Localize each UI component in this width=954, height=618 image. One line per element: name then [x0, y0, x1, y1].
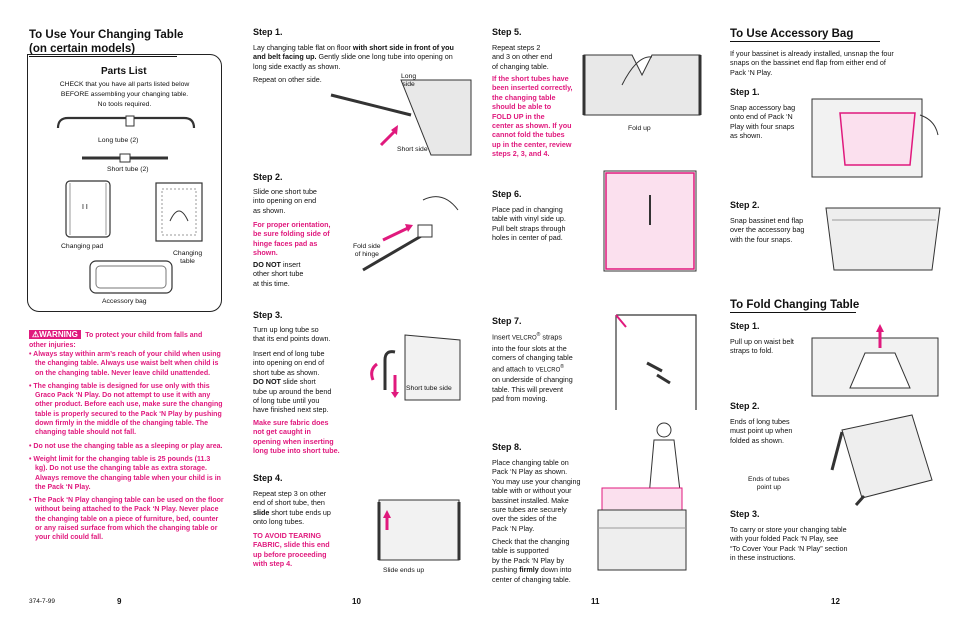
fold-step-1-title: Step 1.: [730, 321, 760, 331]
warning-header: ⚠WARNING To protect your child from fall…: [29, 330, 203, 349]
bag-step-1-text: Snap accessory bag onto end of Pack ‘N P…: [730, 103, 796, 141]
step-1-text: Lay changing table flat on floor with sh…: [253, 43, 454, 71]
step-4-illustration: [377, 499, 461, 561]
accessory-bag-illustration: [89, 260, 173, 294]
fold-up-label: Fold up: [628, 125, 651, 132]
long-tube-label: Long tube (2): [98, 137, 139, 144]
ends-of-tubes-label: Ends of tubes point up: [748, 476, 790, 491]
step-2-note: For proper orientation, be sure folding …: [253, 220, 331, 258]
changing-pad-illustration: I I: [65, 180, 111, 238]
step-3-title: Step 3.: [253, 310, 283, 320]
fold-table-title: To Fold Changing Table: [730, 299, 860, 311]
step-5-illustration: [582, 54, 702, 116]
step-8-title: Step 8.: [492, 442, 522, 452]
warning-item: • Weight limit for the changing table is…: [29, 455, 221, 491]
step-5-title: Step 5.: [492, 27, 522, 37]
svg-text:I I: I I: [82, 204, 88, 211]
step-5-text: Repeat steps 2 and 3 on other end of cha…: [492, 43, 553, 71]
fold-step-2-text: Ends of long tubes must point up when fo…: [730, 417, 793, 445]
short-tube-side-label: Short tube side: [406, 385, 452, 392]
step-1-illustration: [330, 79, 472, 156]
page-10: Step 1. Lay changing table flat on floor…: [253, 0, 473, 618]
title-rule: [29, 56, 177, 57]
fold-step-2-title: Step 2.: [730, 401, 760, 411]
accessory-bag-label: Accessory bag: [102, 298, 147, 305]
step-6-illustration: [603, 170, 697, 272]
title-rule: [730, 312, 856, 313]
accessory-bag-intro: If your bassinet is already installed, u…: [730, 49, 894, 77]
step-1-repeat: Repeat on other side.: [253, 75, 322, 84]
long-tube-illustration: [56, 115, 196, 129]
page-title: To Use Your Changing Table (on certain m…: [29, 29, 184, 55]
step-3-text-2: Insert end of long tube into opening on …: [253, 349, 332, 415]
step-3-text-1: Turn up long tube so that its end points…: [253, 325, 331, 344]
step-4-title: Step 4.: [253, 473, 283, 483]
warning-triangle-icon: ⚠: [32, 330, 40, 339]
step-6-text: Place pad in changing table with vinyl s…: [492, 205, 566, 243]
fold-step-2-illustration: [830, 414, 933, 506]
parts-intro: CHECK that you have all parts listed bel…: [59, 81, 190, 108]
short-tube-illustration: [82, 153, 168, 163]
step-7-text: Insert VELCRO® straps into the four slot…: [492, 332, 573, 404]
page-number: 10: [352, 597, 361, 606]
step-8-text: Place changing table on Pack ‘N Play as …: [492, 458, 581, 533]
slide-ends-up-label: Slide ends up: [383, 567, 425, 574]
changing-table-illustration: [155, 182, 203, 242]
bag-step-2-text: Snap bassinet end flap over the accessor…: [730, 216, 805, 244]
fold-step-1-text: Pull up on waist belt straps to fold.: [730, 337, 794, 356]
page-9: To Use Your Changing Table (on certain m…: [0, 0, 235, 618]
short-tube-label: Short tube (2): [107, 166, 149, 173]
step-2-donot: DO NOT insert other short tube at this t…: [253, 260, 304, 288]
step-8-check: Check that the changing table is support…: [492, 537, 572, 584]
bag-step-1-title: Step 1.: [730, 87, 760, 97]
page-number: 11: [591, 597, 600, 606]
step-1-title: Step 1.: [253, 27, 283, 37]
title-rule: [730, 41, 880, 42]
changing-table-label: Changing table: [173, 250, 203, 265]
bag-step-2-title: Step 2.: [730, 200, 760, 210]
warning-badge: ⚠WARNING: [29, 330, 81, 339]
fold-step-3-text: To carry or store your changing table wi…: [730, 525, 848, 563]
step-3-note: Make sure fabric does not get caught in …: [253, 418, 340, 456]
page-11: Step 5. Repeat steps 2 and 3 on other en…: [492, 0, 717, 618]
step-6-title: Step 6.: [492, 189, 522, 199]
parts-list-title: Parts List: [101, 66, 147, 77]
warning-item: • Do not use the changing table as a sle…: [29, 442, 223, 450]
accessory-bag-title: To Use Accessory Bag: [730, 28, 854, 40]
step-2-title: Step 2.: [253, 172, 283, 182]
doc-code: 374-7-99: [29, 598, 56, 605]
changing-pad-label: Changing pad: [61, 243, 104, 250]
short-side-label: Short side: [397, 146, 428, 153]
fold-side-label: Fold side of hinge: [353, 243, 381, 258]
step-7-illustration: [615, 314, 697, 410]
warning-list: • Always stay within arm’s reach of your…: [29, 350, 224, 547]
step-3-illustration: [370, 334, 461, 401]
warning-item: • Always stay within arm’s reach of your…: [29, 351, 221, 377]
page-number: 12: [831, 597, 840, 606]
step-2-text: Slide one short tube into opening on end…: [253, 187, 317, 215]
step-2-illustration: [362, 196, 459, 272]
warning-item: • The Pack ‘N Play changing table can be…: [29, 497, 224, 542]
step-7-title: Step 7.: [492, 316, 522, 326]
long-side-label: Long side: [401, 73, 417, 88]
bag-step-2-illustration: [825, 207, 941, 271]
step-4-text: Repeat step 3 on other end of short tube…: [253, 489, 331, 527]
page-number: 9: [117, 597, 122, 606]
step-5-note: If the short tubes have been inserted co…: [492, 74, 573, 159]
step-8-illustration: [597, 422, 687, 571]
page-12: To Use Accessory Bag If your bassinet is…: [730, 0, 945, 618]
fold-step-1-illustration: [811, 324, 939, 397]
fold-step-3-title: Step 3.: [730, 509, 760, 519]
bag-step-1-illustration: [811, 98, 939, 178]
parts-list-box: Parts List CHECK that you have all parts…: [27, 54, 222, 312]
step-4-note: TO AVOID TEARING FABRIC, slide this end …: [253, 531, 330, 569]
warning-item: • The changing table is designed for use…: [29, 382, 223, 437]
